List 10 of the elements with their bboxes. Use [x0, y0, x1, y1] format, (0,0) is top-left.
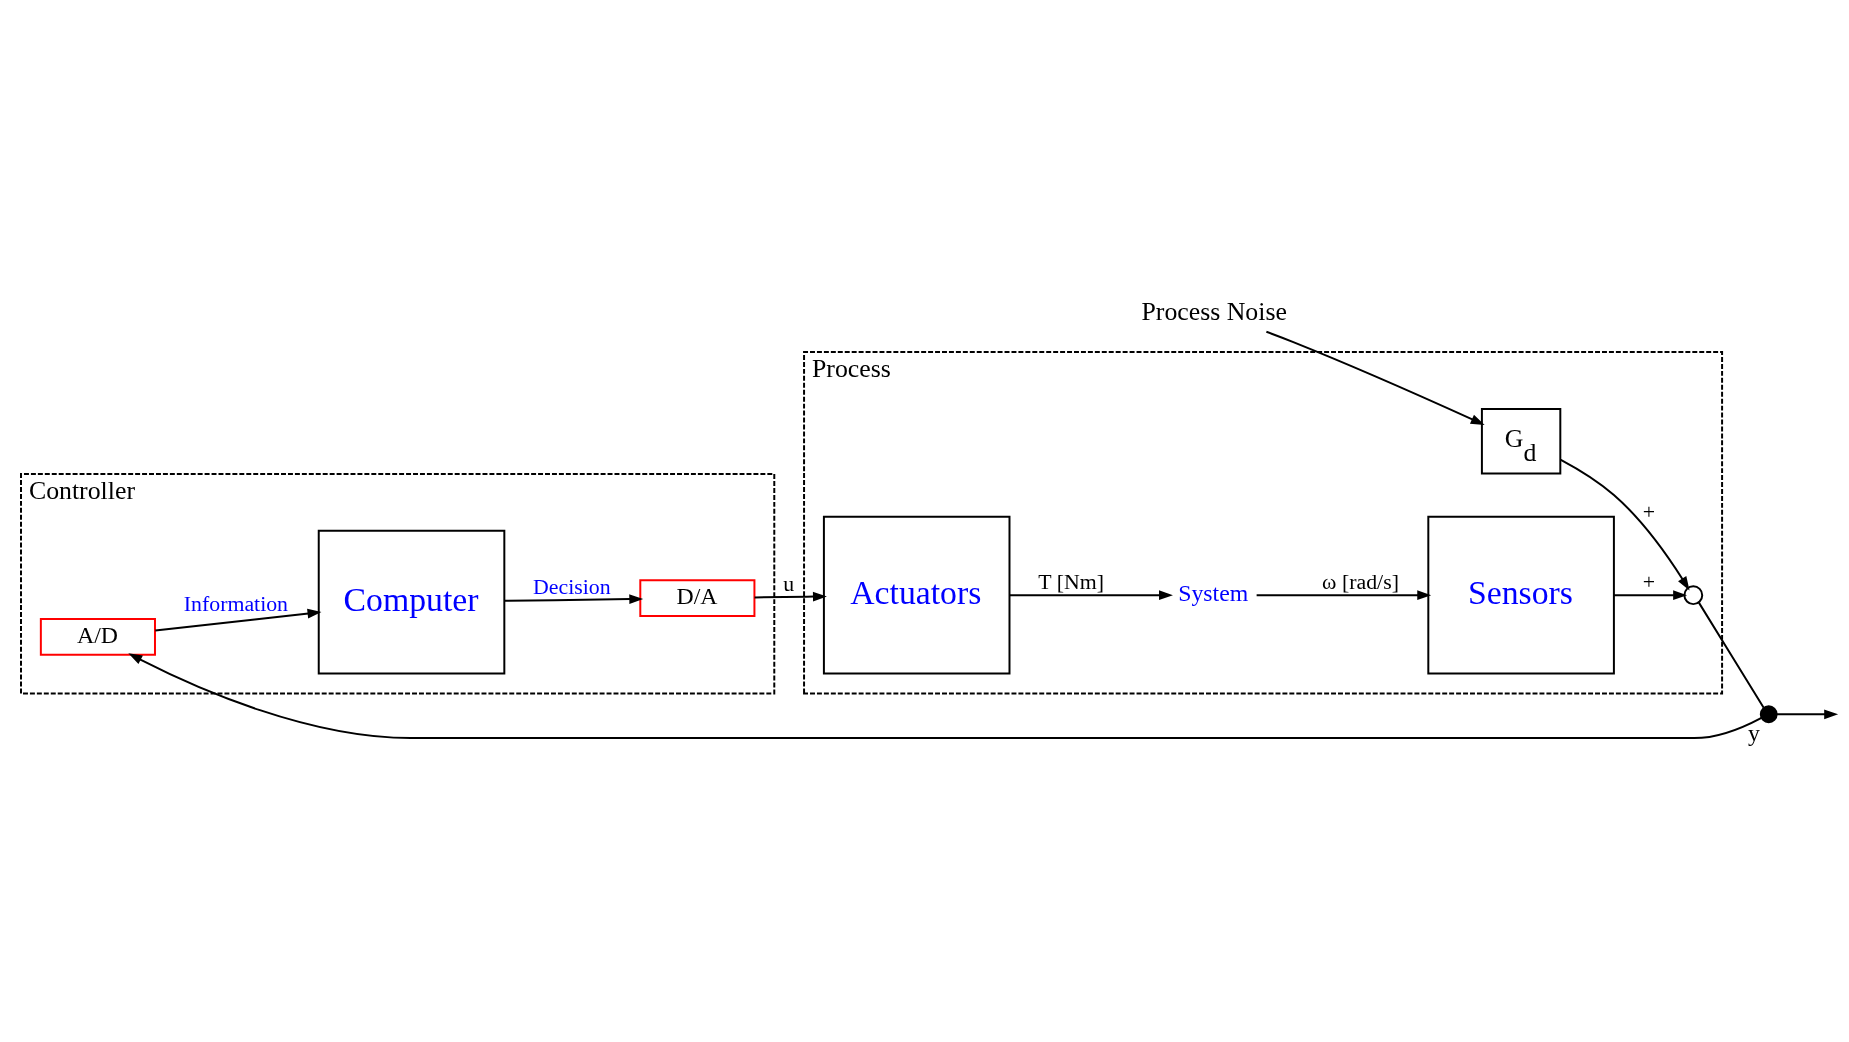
- edge-label: T [Nm]: [1038, 569, 1104, 594]
- edge-label: Information: [183, 591, 289, 616]
- node-text: Process Noise: [1141, 296, 1287, 326]
- edge-label: ω [rad/s]: [1322, 569, 1399, 594]
- edge-label: Decision: [533, 574, 611, 599]
- edge-label: +: [1642, 569, 1655, 594]
- node-label: y: [1747, 719, 1760, 746]
- edge-label: +: [1642, 499, 1655, 524]
- edge-label: u: [783, 571, 795, 596]
- node-text: System: [1178, 579, 1249, 606]
